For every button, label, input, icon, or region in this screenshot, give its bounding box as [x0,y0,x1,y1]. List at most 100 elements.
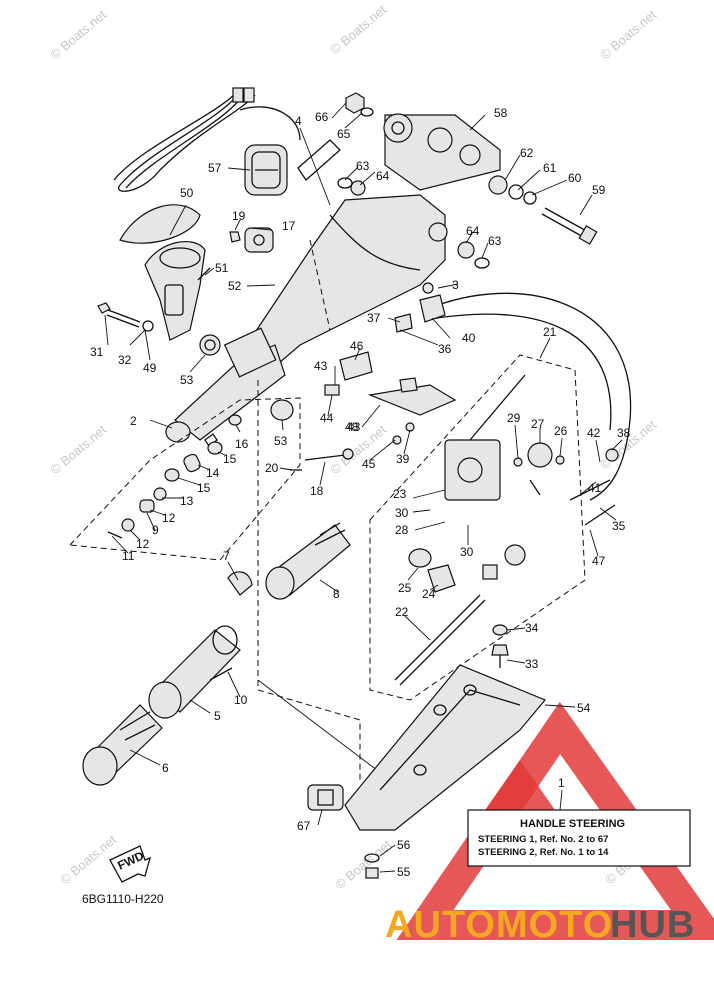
washer [337,177,353,189]
callout-62: 62 [520,146,534,160]
callout-2: 2 [130,414,137,428]
callout-20: 20 [265,461,279,475]
callout-55: 55 [397,865,411,879]
assembly-line [257,679,391,781]
callout-67: 67 [297,819,311,833]
shift-cables [424,292,632,526]
callout-47: 47 [592,554,606,568]
callout-49: 49 [143,361,157,375]
bolt-washer [97,302,154,332]
fwd-arrow: FWD [109,845,151,883]
callout-58: 58 [494,106,508,120]
callout-26: 26 [554,424,568,438]
callout-53b: 53 [274,434,288,448]
automotohub-logo: AUTOMOTO HUB [385,904,695,946]
callout-40: 40 [462,331,476,345]
cover-grommet [307,784,344,811]
watermark: © Boats.net [597,7,659,63]
screw [365,867,379,879]
callout-labels: 1 2 3 4 5 6 7 8 9 10 11 12 12 13 14 15 1… [90,106,631,879]
callout-9: 9 [152,523,159,537]
callout-60: 60 [568,171,582,185]
callout-53a: 53 [180,373,194,387]
callout-43b: 43 [347,420,361,434]
callout-41: 41 [588,481,602,495]
callout-57: 57 [208,161,222,175]
watermark: © Boats.net [47,7,109,63]
detail-box [68,397,301,561]
pin [304,454,346,461]
washer [360,107,374,117]
callout-27: 27 [531,417,545,431]
callout-50: 50 [180,186,194,200]
callout-36: 36 [438,342,452,356]
callout-37: 37 [367,311,381,325]
callout-65: 65 [337,127,351,141]
collar [457,241,475,259]
screw [197,267,211,281]
legend-line-2: STEERING 2, Ref. No. 1 to 14 [478,847,609,858]
watermark: © Boats.net [327,2,389,58]
logo-text-hub: HUB [610,904,695,946]
pin [342,448,354,460]
callout-7: 7 [223,549,230,563]
callout-30a: 30 [395,506,409,520]
callout-11: 11 [122,549,135,563]
assembly-line [257,380,361,780]
callout-63b: 63 [488,234,502,248]
callout-35: 35 [612,519,626,533]
callout-29: 29 [507,411,521,425]
callout-22: 22 [395,605,409,619]
spacer [227,571,253,596]
callout-25: 25 [398,581,412,595]
callout-16: 16 [235,437,249,451]
callout-18: 18 [310,484,324,498]
legend-line-1: STEERING 1, Ref. No. 2 to 67 [478,834,608,845]
friction-parts [107,414,242,539]
grip-sleeve [265,522,351,600]
callout-12a: 12 [162,511,176,525]
callout-42: 42 [587,426,601,440]
bushing [270,399,294,421]
grommet [244,144,288,196]
watermark: © Boats.net [47,422,109,478]
callout-5: 5 [214,709,221,723]
throttle-shaft [165,327,286,443]
bushing [204,339,216,351]
callout-64b: 64 [466,224,480,238]
grip-cover [82,704,163,786]
callout-31: 31 [90,345,104,359]
callout-21: 21 [543,325,557,339]
callout-54: 54 [577,701,591,715]
detail-box-shift [369,354,586,701]
callout-19: 19 [232,209,246,223]
decal [297,139,341,181]
handle-housing [144,241,206,341]
callout-46: 46 [350,339,364,353]
tiller-handle-arm [249,194,448,376]
cable-bracket [244,227,274,253]
callout-15b: 15 [223,452,237,466]
callout-39: 39 [396,452,410,466]
callout-3: 3 [452,278,459,292]
screw [209,667,233,681]
leader-lines [104,102,623,873]
throttle-grip [148,625,241,719]
pivot-bolt-set [488,175,598,245]
legend-box: HANDLE STEERING STEERING 1, Ref. No. 2 t… [467,809,691,867]
callout-61: 61 [543,161,557,175]
callout-63a: 63 [356,159,370,173]
logo-text-automoto: AUTOMOTO [385,904,613,946]
callout-66: 66 [315,110,329,124]
callout-59: 59 [592,183,606,197]
callout-56: 56 [397,838,411,852]
washer [364,853,380,863]
shift-mechanism [394,374,565,686]
diagram-code: 6BG1110-H220 [82,892,164,906]
cable-holders [324,282,457,445]
callout-17: 17 [282,219,296,233]
callout-43a: 43 [314,359,328,373]
bolt [229,231,241,243]
callout-33: 33 [525,657,539,671]
